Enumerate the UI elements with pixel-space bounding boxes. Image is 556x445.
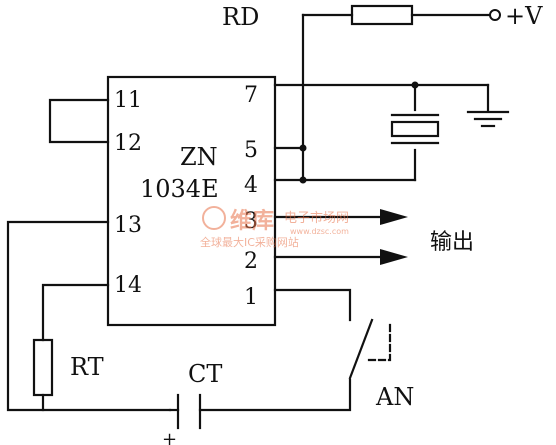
an-label: AN: [375, 383, 414, 411]
output-arrow-pin3: [380, 209, 408, 225]
rt-label: RT: [70, 353, 104, 381]
pin-label-3: 3: [244, 209, 258, 234]
rd-resistor: [350, 4, 414, 26]
junction-dot-crystal: [411, 81, 419, 89]
ct-polarity-label: +: [162, 429, 177, 445]
pin1-wire: [273, 288, 352, 322]
supply-label: +V: [505, 2, 543, 30]
crystal-body: [390, 120, 440, 138]
pin11-pin12-loop-wire: [48, 98, 110, 144]
watermark: 维库 电子市场网 www.dzsc.com 全球最大IC采购网站: [200, 206, 349, 249]
watermark-tagline: 全球最大IC采购网站: [200, 235, 299, 249]
output-arrow-pin2: [380, 249, 408, 265]
output-label: 输出: [430, 230, 474, 255]
ct-label: CT: [188, 360, 222, 388]
watermark-logo-icon: [202, 206, 226, 230]
an-switch-blade: [348, 318, 374, 380]
ct-right-wire: [198, 378, 352, 412]
pin-label-13: 13: [114, 213, 142, 238]
pin-label-11: 11: [114, 88, 142, 113]
chip-name-line1: ZN: [180, 143, 218, 171]
pin-label-5: 5: [244, 138, 258, 163]
junction-dot-pin5: [299, 144, 307, 152]
watermark-url: www.dzsc.com: [290, 227, 349, 236]
pin-label-7: 7: [244, 83, 258, 108]
supply-terminal: [489, 9, 501, 21]
pin14-wire: [41, 283, 110, 342]
pin-label-2: 2: [244, 249, 258, 274]
rt-resistor: [32, 338, 54, 397]
an-switch-actuator: [363, 323, 392, 362]
rd-label: RD: [222, 3, 259, 31]
pin-label-1: 1: [244, 285, 258, 310]
pin-label-12: 12: [114, 131, 142, 156]
pin-label-4: 4: [244, 173, 258, 198]
watermark-brand-sub: 电子市场网: [284, 210, 349, 226]
chip-name-line2: 1034E: [140, 175, 219, 203]
junction-dot-pin4: [299, 176, 307, 184]
pin-label-14: 14: [114, 273, 142, 298]
pin13-wire: [6, 220, 172, 412]
ic-body: [106, 75, 277, 327]
watermark-brand: 维库: [230, 208, 274, 234]
